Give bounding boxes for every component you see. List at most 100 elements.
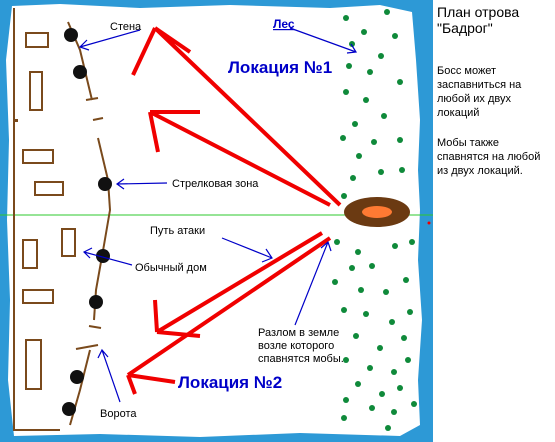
label-wall: Стена	[110, 21, 142, 33]
tree	[346, 63, 352, 69]
tree	[343, 89, 349, 95]
label-location1: Локация №1	[228, 58, 332, 77]
tree	[369, 263, 375, 269]
tree	[363, 311, 369, 317]
tower	[64, 28, 78, 42]
pointer-house	[82, 247, 133, 266]
tree	[332, 279, 338, 285]
note-boss: Босс может заспавниться на любой их двух…	[437, 65, 522, 119]
house	[29, 71, 43, 111]
tower	[98, 177, 112, 191]
label-attack-path: Путь атаки	[150, 225, 205, 237]
tree	[403, 277, 409, 283]
tree	[399, 167, 405, 173]
tree	[343, 397, 349, 403]
wall-caps	[75, 97, 104, 350]
pointer-shooting	[115, 178, 168, 190]
map-title: План отрова "Бадрог"	[437, 4, 520, 36]
rift-core	[362, 206, 392, 218]
tree	[378, 169, 384, 175]
house	[25, 339, 42, 390]
tree	[371, 139, 377, 145]
house	[22, 149, 54, 164]
legend-panel: План отрова "Бадрог" Босс может заспавни…	[433, 0, 555, 442]
tree	[355, 249, 361, 255]
label-rift: Разлом в земле возле которого спавнятся …	[258, 327, 344, 365]
tree	[369, 405, 375, 411]
houses	[15, 32, 76, 390]
tree	[341, 307, 347, 313]
tower	[73, 65, 87, 79]
tree	[401, 335, 407, 341]
pointer-attack	[221, 237, 273, 263]
tower	[89, 295, 103, 309]
tree	[358, 287, 364, 293]
label-shooting-zone: Стрелковая зона	[172, 178, 259, 190]
tree	[352, 121, 358, 127]
house	[25, 32, 49, 48]
tree	[363, 97, 369, 103]
tree	[367, 69, 373, 75]
tree	[349, 41, 355, 47]
red-dot	[427, 221, 431, 225]
tree	[391, 409, 397, 415]
tree	[397, 385, 403, 391]
label-house: Обычный дом	[135, 262, 207, 274]
tree	[349, 265, 355, 271]
island-land	[6, 4, 422, 437]
tree	[334, 239, 340, 245]
tree	[341, 415, 347, 421]
label-forest: Лес	[273, 17, 295, 31]
attack-arrow	[153, 231, 324, 338]
forest-trees	[332, 9, 417, 431]
attack-arrow	[126, 236, 332, 395]
pointer-wall	[78, 29, 141, 51]
house	[34, 181, 64, 196]
tree	[392, 33, 398, 39]
tree	[340, 135, 346, 141]
tree	[392, 243, 398, 249]
tree	[411, 401, 417, 407]
tree	[389, 319, 395, 325]
tower	[70, 370, 84, 384]
pointer-forest	[289, 27, 358, 54]
attack-arrows	[126, 26, 342, 395]
tree	[343, 15, 349, 21]
tree	[383, 289, 389, 295]
house	[13, 8, 60, 431]
tree	[397, 137, 403, 143]
pointer-rift	[294, 240, 332, 326]
tree	[353, 333, 359, 339]
tree	[355, 381, 361, 387]
tree	[384, 9, 390, 15]
pointer-gate	[97, 348, 121, 403]
tower	[62, 402, 76, 416]
tree	[378, 53, 384, 59]
house	[61, 228, 76, 257]
attack-arrow	[131, 26, 342, 207]
tree	[409, 239, 415, 245]
tree	[350, 175, 356, 181]
house	[22, 239, 38, 269]
house	[22, 289, 54, 304]
label-gate: Ворота	[100, 408, 137, 420]
tree	[385, 425, 391, 431]
pointer-arrows	[78, 27, 358, 403]
tree	[379, 391, 385, 397]
tree	[397, 79, 403, 85]
tree	[377, 345, 383, 351]
towers	[62, 28, 112, 416]
tree	[391, 369, 397, 375]
tree	[356, 153, 362, 159]
tree	[341, 193, 347, 199]
tree	[381, 113, 387, 119]
tower	[96, 249, 110, 263]
tree	[405, 357, 411, 363]
note-mobs: Мобы также спавнятся на любой из двух ло…	[437, 137, 541, 177]
label-location2: Локация №2	[178, 373, 282, 392]
tree	[343, 357, 349, 363]
tree	[407, 309, 413, 315]
tree	[367, 365, 373, 371]
house	[15, 119, 18, 122]
